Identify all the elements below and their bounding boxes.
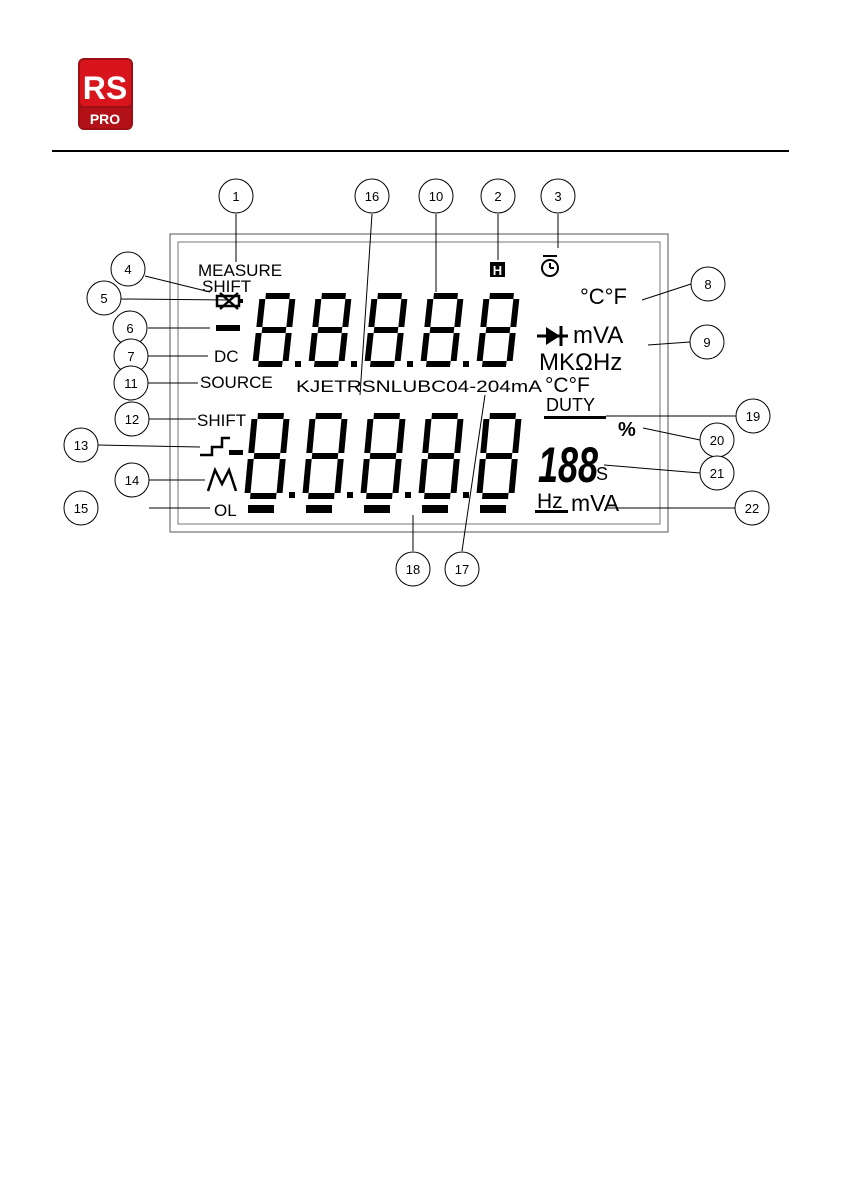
small-digits: 188 — [538, 437, 598, 493]
callout-14: 14 — [115, 463, 149, 497]
lower-digit-1 — [245, 413, 290, 499]
callout-10: 10 — [419, 179, 453, 213]
svg-text:11: 11 — [124, 376, 138, 391]
lower-decimal-point-4 — [463, 492, 469, 498]
callout-20: 20 — [700, 423, 734, 457]
lower-digit-4 — [419, 413, 464, 499]
lower-underscore-2 — [306, 505, 332, 513]
hold-icon: H — [490, 262, 505, 278]
svg-text:19: 19 — [746, 409, 760, 424]
callout-15: 15 — [64, 491, 98, 525]
svg-text:7: 7 — [127, 349, 134, 364]
lower-underscore-4 — [422, 505, 448, 513]
svg-text:8: 8 — [704, 277, 711, 292]
callout-17: 17 — [445, 552, 479, 586]
shift-bottom-label: SHIFT — [197, 411, 246, 430]
upper-digit-4 — [421, 293, 464, 367]
callout-9: 9 — [690, 325, 724, 359]
hz-underline — [535, 510, 568, 513]
duty-underline — [544, 416, 606, 419]
hz-label: Hz — [537, 490, 563, 513]
callout-2: 2 — [481, 179, 515, 213]
callout-11: 11 — [114, 366, 148, 400]
callout-22: 22 — [735, 491, 769, 525]
callout-5: 5 — [87, 281, 121, 315]
callout-13: 13 — [64, 428, 98, 462]
callout-4: 4 — [111, 252, 145, 286]
shift-top-label: SHIFT — [202, 277, 251, 296]
callout-12: 12 — [115, 402, 149, 436]
step-ramp-icon — [200, 438, 243, 455]
upper-decimal-point-2 — [351, 361, 357, 367]
svg-text:H: H — [493, 263, 502, 278]
sawtooth-wave-icon — [208, 470, 236, 491]
upper-digit-3 — [365, 293, 408, 367]
lower-underscore-3 — [364, 505, 390, 513]
dc-label: DC — [214, 347, 239, 366]
callout-16: 16 — [355, 179, 389, 213]
percent-label: % — [618, 419, 636, 441]
svg-text:3: 3 — [554, 189, 561, 204]
logo-pro-text: PRO — [90, 111, 120, 127]
callout-19: 19 — [736, 399, 770, 433]
svg-text:20: 20 — [710, 433, 724, 448]
upper-temp-units: °C°F — [580, 284, 627, 309]
thermocouple-types-label: KJETRSNLUBC04-204mA — [296, 377, 543, 396]
svg-text:12: 12 — [125, 412, 139, 427]
seconds-label: S — [596, 464, 608, 484]
lower-digit-3 — [361, 413, 406, 499]
svg-text:2: 2 — [494, 189, 501, 204]
upper-seven-segment-display — [253, 293, 520, 367]
svg-text:22: 22 — [745, 501, 759, 516]
upper-ohm-units: MKΩHz — [539, 349, 622, 376]
callout-8: 8 — [691, 267, 725, 301]
svg-text:6: 6 — [126, 321, 133, 336]
callout-18: 18 — [396, 552, 430, 586]
callout-3: 3 — [541, 179, 575, 213]
svg-text:15: 15 — [74, 501, 88, 516]
logo-rs-text: RS — [83, 70, 127, 106]
lower-decimal-point-1 — [289, 492, 295, 498]
svg-text:21: 21 — [710, 466, 724, 481]
svg-text:1: 1 — [232, 189, 239, 204]
svg-text:5: 5 — [100, 291, 107, 306]
upper-digit-5 — [477, 293, 520, 367]
rs-pro-logo: RS PRO — [78, 58, 133, 130]
lower-underscore-1 — [248, 505, 274, 513]
upper-decimal-point-1 — [295, 361, 301, 367]
svg-text:10: 10 — [429, 189, 443, 204]
callout-21: 21 — [700, 456, 734, 490]
upper-decimal-point-4 — [463, 361, 469, 367]
ol-label: OL — [214, 501, 237, 520]
callout-1: 1 — [219, 179, 253, 213]
thermo-temp-units: °C°F — [545, 374, 590, 397]
upper-digit-1 — [253, 293, 296, 367]
diode-icon — [537, 326, 568, 346]
duty-label: DUTY — [546, 395, 595, 415]
lower-va-units: mVA — [571, 490, 620, 516]
lower-digit-5 — [477, 413, 522, 499]
svg-text:9: 9 — [703, 335, 710, 350]
source-label: SOURCE — [200, 373, 273, 392]
lower-decimal-point-2 — [347, 492, 353, 498]
lower-underscore-5 — [480, 505, 506, 513]
upper-digit-2 — [309, 293, 352, 367]
svg-text:14: 14 — [125, 473, 139, 488]
lower-digit-2 — [303, 413, 348, 499]
svg-text:4: 4 — [124, 262, 131, 277]
battery-crossed-icon — [217, 293, 243, 309]
svg-text:17: 17 — [455, 562, 469, 577]
lower-decimal-point-3 — [405, 492, 411, 498]
timer-icon — [542, 256, 558, 276]
upper-decimal-point-3 — [407, 361, 413, 367]
svg-text:16: 16 — [365, 189, 379, 204]
minus-sign — [216, 325, 240, 331]
svg-text:13: 13 — [74, 438, 88, 453]
upper-va-units: mVA — [573, 322, 623, 349]
svg-text:18: 18 — [406, 562, 420, 577]
